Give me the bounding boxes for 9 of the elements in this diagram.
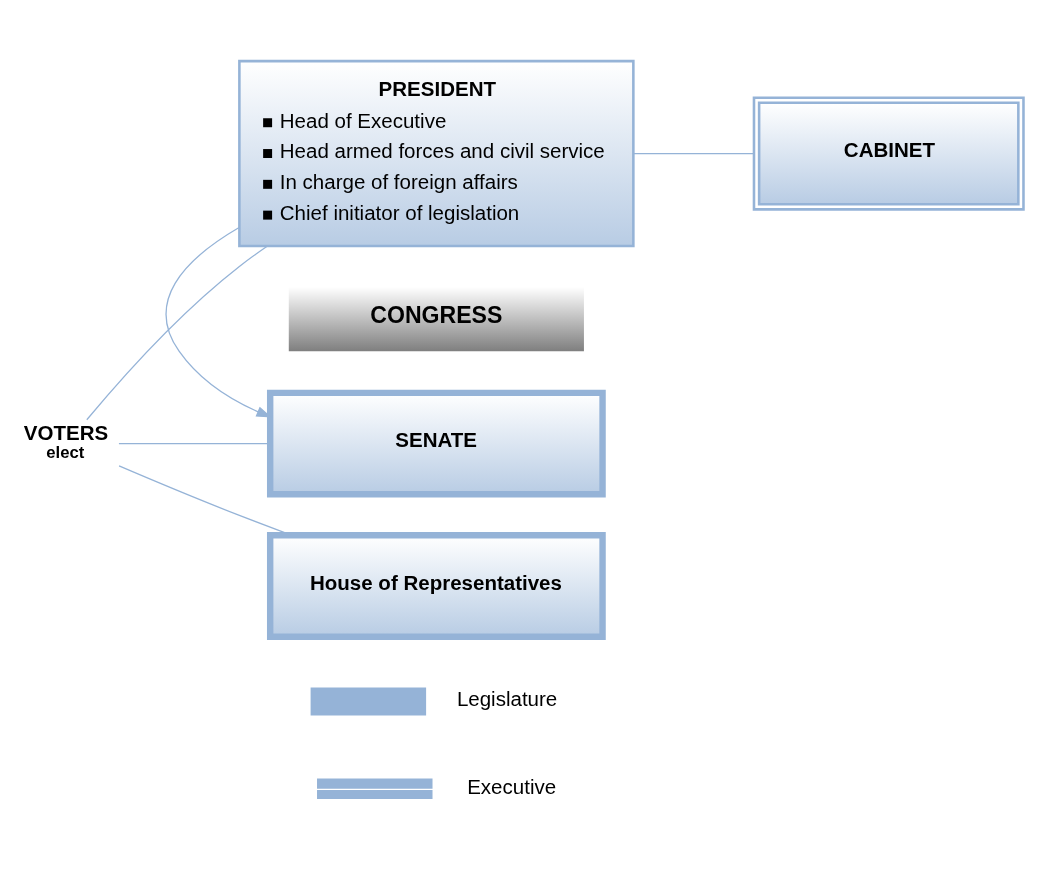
node-box: PRESIDENT Head of Executive Head armed forces and civil service In charge of foreign affairs Chief initiator of legislation <box>238 59 635 247</box>
connector <box>86 244 269 420</box>
connector <box>633 152 755 154</box>
node-box: CABINET <box>752 95 1025 211</box>
legend-label: Legislature <box>456 686 558 710</box>
legend-label: Executive <box>467 774 557 798</box>
node-box: SENATE <box>266 389 606 497</box>
node-text: VOTERS elect <box>23 420 109 462</box>
node-box: House of Representatives <box>266 531 606 640</box>
